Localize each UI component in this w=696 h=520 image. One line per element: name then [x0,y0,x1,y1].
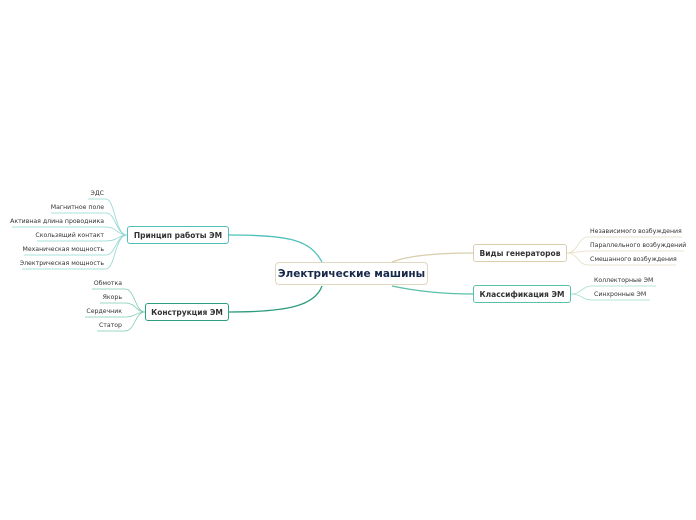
leaf-principle-sliding-contact[interactable]: Скользящий контакт [35,232,104,239]
branch-principle-node[interactable]: Принцип работы ЭМ [127,226,229,244]
central-node[interactable]: Электрические машины [275,262,428,285]
branch-construction-label: Конструкция ЭМ [151,307,223,317]
construction-leaf-links [85,288,146,332]
classification-leaf-links [570,285,656,301]
leaf-generators-independent[interactable]: Независимого возбуждения [590,228,682,235]
leaf-principle-emf[interactable]: ЭДС [90,190,104,197]
leaf-construction-winding[interactable]: Обмотка [93,280,122,287]
link-construction [228,285,323,313]
leaf-principle-magnetic-field[interactable]: Магнитное поле [50,204,104,211]
leaf-generators-parallel[interactable]: Параллельного возбуждений [590,242,687,249]
branch-construction-node[interactable]: Конструкция ЭМ [145,303,229,321]
link-generators [391,252,474,263]
principle-leaf-links [12,198,128,270]
branch-generators-node[interactable]: Виды генераторов [473,244,567,262]
leaf-principle-mechanical-power[interactable]: Механическая мощность [22,246,104,253]
branch-generators-label: Виды генераторов [479,248,561,258]
leaf-construction-core[interactable]: Сердечник [86,308,122,315]
branch-classification-label: Классификация ЭМ [479,289,565,299]
branch-classification-node[interactable]: Классификация ЭМ [473,285,571,303]
leaf-construction-armature[interactable]: Якорь [102,294,122,301]
leaf-generators-mixed[interactable]: Смешанного возбуждения [590,256,677,263]
branch-principle-label: Принцип работы ЭМ [133,230,223,240]
leaf-classification-commutator[interactable]: Коллекторные ЭМ [594,277,654,284]
leaf-construction-stator[interactable]: Статор [98,322,122,329]
leaf-principle-active-length[interactable]: Активная длина проводника [10,218,104,225]
generators-leaf-links [566,236,684,266]
leaf-principle-electrical-power[interactable]: Электрическая мощность [19,260,104,267]
leaf-classification-synchronous[interactable]: Синхронные ЭМ [594,291,647,298]
central-label: Электрические машины [277,267,426,280]
link-principle [228,234,323,263]
link-classification [391,285,474,295]
